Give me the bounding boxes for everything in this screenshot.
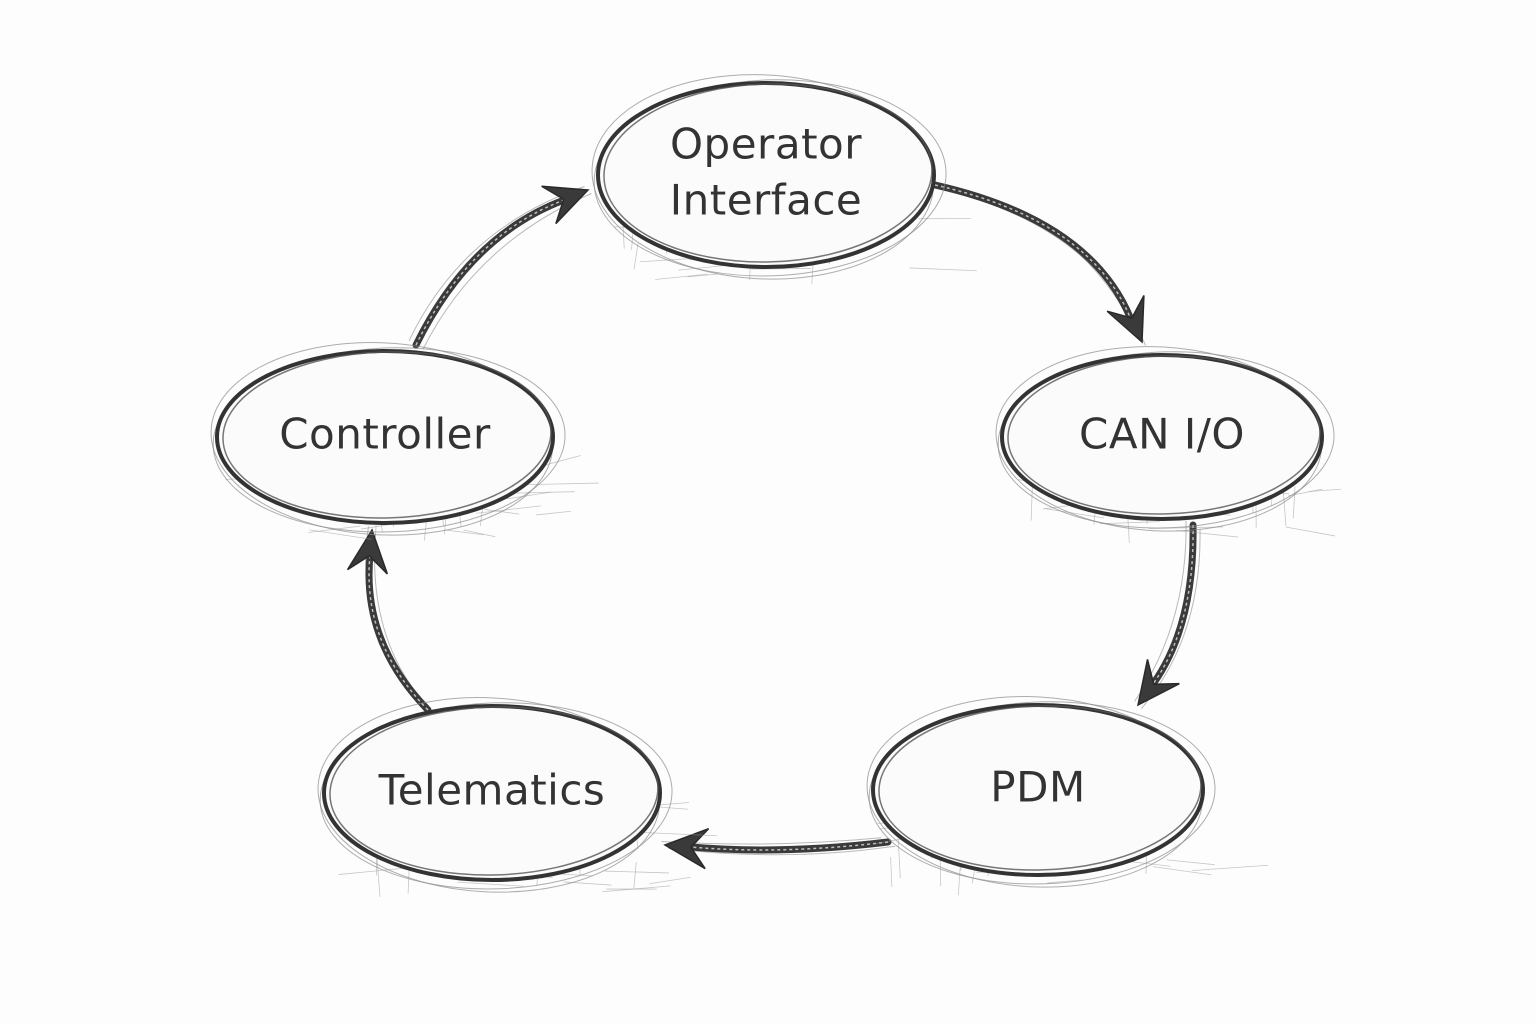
arrow-shaft-hatch: [415, 198, 566, 346]
arrow-operator-interface-to-can-io: [927, 180, 1146, 346]
node-label: Controller: [279, 410, 491, 459]
arrow-controller-to-operator-interface: [408, 185, 592, 350]
node-controller[interactable]: Controller: [206, 334, 599, 544]
arrowhead-icon: [541, 185, 590, 225]
arrow-sketch-line: [927, 180, 1139, 339]
arrow-shaft-hatch: [1148, 524, 1194, 691]
arrow-shaft: [365, 548, 432, 714]
node-ellipse-inner: [329, 706, 659, 876]
arrowhead-icon: [1106, 295, 1145, 344]
arrow-can-io-to-pdm: [1134, 520, 1201, 709]
node-sketch-outline: [319, 702, 673, 890]
node-label: Interface: [670, 176, 863, 225]
node-ellipse-inner: [1007, 355, 1321, 515]
arrow-shaft: [412, 196, 569, 349]
node-ellipse: [322, 704, 662, 882]
node-ellipse: [871, 703, 1205, 877]
node-ellipse: [596, 81, 936, 269]
node-sketch-outline: [997, 351, 1335, 529]
arrowhead-icon: [346, 528, 389, 575]
node-label: Telematics: [378, 766, 606, 815]
node-label: Operator: [670, 120, 862, 169]
arrow-pdm-to-telematics: [661, 828, 896, 870]
arrow-telematics-to-controller: [346, 526, 436, 715]
node-ellipse: [215, 349, 555, 525]
arrow-sketch-line: [422, 193, 592, 350]
arrowhead-icon: [1136, 659, 1180, 707]
arrow-shaft: [931, 181, 1135, 322]
node-sketch-outline: [593, 79, 947, 277]
node-ellipse: [1000, 353, 1324, 521]
node-sketch-outline: [868, 701, 1216, 885]
node-can-io[interactable]: CAN I/O: [991, 338, 1341, 543]
arrow-shaft-hatch: [687, 841, 889, 851]
node-pdm[interactable]: PDM: [862, 688, 1269, 896]
node-ellipse-inner: [603, 83, 933, 263]
node-label: CAN I/O: [1079, 410, 1245, 459]
arrow-sketch-line: [941, 188, 1146, 346]
arrow-shaft-hatch: [934, 184, 1132, 319]
node-ellipse-inner: [878, 705, 1202, 871]
node-sketch-outline: [212, 347, 566, 533]
node-ellipse-inner: [222, 351, 552, 519]
node-telematics[interactable]: Telematics: [313, 689, 718, 901]
edges-layer: [346, 180, 1201, 870]
arrowhead-icon: [663, 828, 710, 870]
node-label: PDM: [990, 763, 1085, 812]
arrow-sketch-line: [668, 845, 896, 856]
arrow-sketch-line: [408, 186, 585, 342]
